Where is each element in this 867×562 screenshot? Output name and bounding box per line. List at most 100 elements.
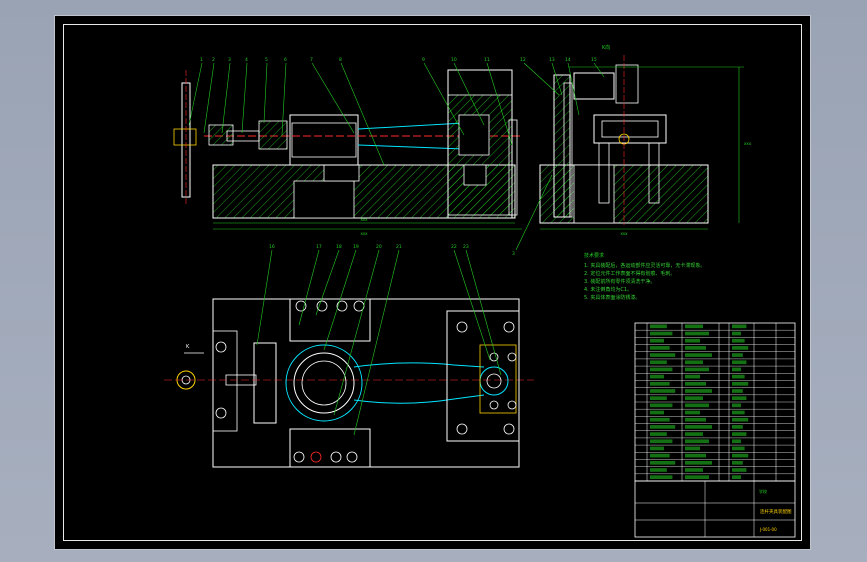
parts-cell-text	[685, 374, 700, 379]
callout-10: 10	[451, 57, 457, 63]
parts-cell-text	[685, 432, 703, 436]
callout-3: 3	[228, 57, 231, 63]
parts-cell-text	[732, 425, 743, 429]
school-label: 学校	[759, 488, 767, 494]
tech-note-5: 5. 夹具体表面涂防锈漆。	[584, 294, 640, 301]
front-inner-dimension: xxx	[360, 217, 368, 222]
leader-lines	[188, 62, 605, 436]
front-overall-dimension: xxx	[360, 231, 368, 236]
parts-cell-text	[650, 381, 670, 386]
callout-5: 5	[265, 57, 268, 63]
parts-cell-text	[685, 403, 709, 408]
parts-cell-text	[650, 439, 673, 444]
parts-cell-text	[650, 353, 676, 357]
parts-cell-text	[685, 331, 709, 336]
parts-cell-text	[650, 425, 676, 429]
side-width-dimension: xxx	[620, 231, 628, 236]
view-k-title: K向	[602, 44, 610, 51]
parts-cell-text	[650, 396, 667, 400]
parts-cell-text	[650, 324, 667, 329]
parts-cell-text	[685, 360, 703, 365]
parts-cell-text	[650, 331, 673, 336]
parts-cell-text	[685, 389, 712, 393]
parts-cell-text	[732, 353, 743, 357]
callout-11: 11	[484, 57, 490, 63]
tech-note-3: 3. 装配前所有零件须清洗干净。	[584, 278, 655, 285]
callout-12: 12	[520, 57, 526, 63]
parts-cell-text	[685, 353, 712, 357]
callout-17: 17	[316, 244, 322, 250]
callout-7: 7	[310, 57, 313, 63]
parts-cell-text	[732, 453, 749, 458]
parts-cell-text	[732, 396, 747, 400]
parts-cell-text	[650, 346, 670, 350]
drawing-border	[63, 24, 802, 541]
parts-cell-text	[650, 446, 664, 451]
tech-note-1: 1. 夹具装配后，各运动部件应灵活可靠，无卡滞现象。	[584, 262, 705, 269]
callout-23: 23	[463, 244, 469, 250]
callout-20: 20	[376, 244, 382, 250]
parts-cell-text	[732, 374, 745, 379]
callout-6: 6	[284, 57, 287, 63]
parts-cell-text	[732, 389, 743, 393]
parts-cell-text	[685, 453, 706, 458]
parts-cell-text	[685, 425, 712, 429]
side-view: xxx xxx K向	[539, 44, 752, 236]
callout-15: 15	[591, 57, 597, 63]
parts-cell-text	[732, 403, 741, 408]
parts-cell-text	[685, 346, 706, 350]
callout-22: 22	[451, 244, 457, 250]
parts-cell-text	[685, 446, 700, 451]
parts-cell-text	[732, 417, 749, 422]
callout-8: 8	[339, 57, 342, 63]
parts-cell-text	[650, 389, 676, 393]
callout-21: 21	[396, 244, 402, 250]
side-height-dimension: xxx	[744, 141, 752, 146]
parts-cell-text	[732, 460, 743, 465]
parts-cell-text	[732, 475, 741, 479]
callout-2: 2	[212, 57, 215, 63]
technical-notes: 技术要求 1. 夹具装配后，各运动部件应灵活可靠，无卡滞现象。 2. 定位元件工…	[584, 252, 705, 301]
parts-cell-text	[650, 410, 664, 415]
parts-cell-text	[650, 367, 673, 372]
parts-cell-text	[650, 374, 664, 379]
callout-19: 19	[353, 244, 359, 250]
parts-cell-text	[732, 367, 741, 372]
parts-cell-text	[732, 410, 745, 415]
parts-cell-text	[650, 432, 667, 436]
callout-4: 4	[245, 57, 248, 63]
parts-cell-text	[732, 439, 741, 444]
tech-note-4: 4. 未注倒角均为C1。	[584, 286, 632, 293]
parts-cell-text	[650, 468, 667, 472]
callout-numbers: 1 2 3 4 5 6 7 8 9 10 11 12 13 14 15 16 1…	[200, 57, 597, 257]
plan-base	[212, 298, 520, 468]
parts-cell-text	[732, 468, 747, 472]
parts-cell-text	[685, 468, 703, 472]
tech-note-2: 2. 定位元件工作表面不得有划痕、毛刺。	[584, 270, 675, 277]
parts-cell-text	[685, 381, 706, 386]
parts-cell-text	[685, 367, 709, 372]
front-view: xxx xxx	[173, 69, 522, 236]
callout-14: 14	[565, 57, 571, 63]
parts-cell-text	[685, 396, 703, 400]
parts-cell-text	[650, 475, 673, 479]
parts-cell-text	[685, 460, 712, 465]
parts-cell-text	[732, 360, 747, 365]
parts-cell-text	[685, 324, 703, 329]
parts-cell-text	[732, 338, 745, 343]
parts-cell-text	[650, 360, 667, 365]
parts-cell-text	[732, 324, 747, 329]
drawing-title: 连杆夹具装配图	[760, 508, 792, 515]
parts-cell-text	[685, 417, 706, 422]
parts-cell-text	[732, 432, 747, 436]
callout-bottom-ref: 3	[512, 251, 515, 257]
parts-cell-text	[732, 381, 749, 386]
view-k-arrow-label: K	[186, 344, 190, 350]
tech-notes-heading: 技术要求	[584, 252, 604, 259]
parts-cell-text	[685, 410, 700, 415]
parts-cell-text	[685, 338, 700, 343]
parts-cell-text	[732, 346, 749, 350]
drawing-sheet: xxx xxx xxx xxx K向	[54, 15, 811, 550]
parts-cell-text	[650, 460, 676, 465]
callout-9: 9	[422, 57, 425, 63]
